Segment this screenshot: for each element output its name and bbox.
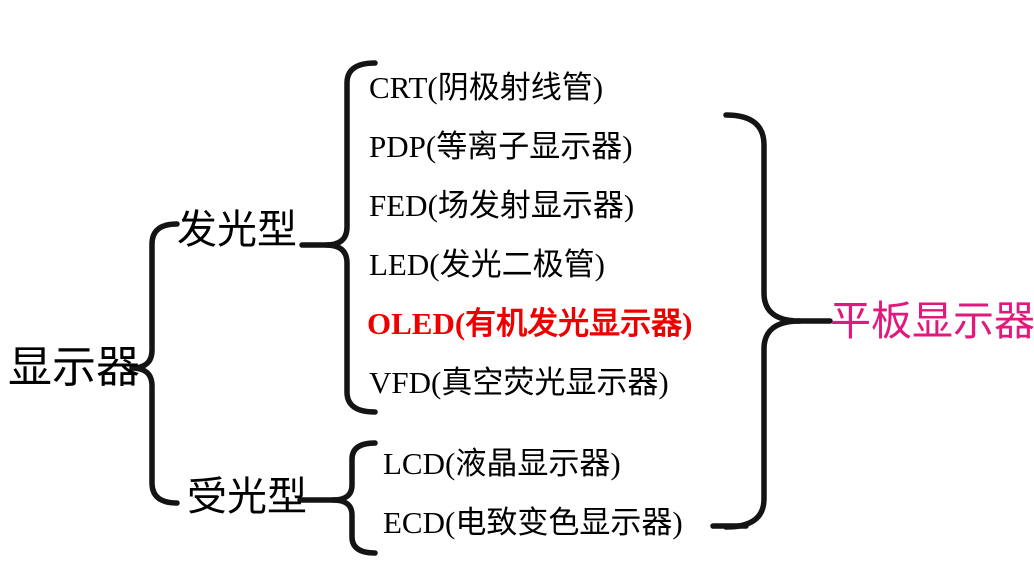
- flat-panel-group-label: 平板显示器: [830, 298, 1034, 344]
- item-oled-highlighted: OLED(有机发光显示器): [367, 306, 693, 341]
- root-brace: [129, 221, 180, 506]
- emissive-brace: [323, 60, 378, 415]
- item-pdp: PDP(等离子显示器): [369, 129, 633, 164]
- item-ecd: ECD(电致变色显示器): [383, 505, 683, 540]
- item-vfd: VFD(真空荧光显示器): [369, 365, 669, 400]
- item-fed: FED(场发射显示器): [369, 188, 635, 223]
- receptive-brace: [330, 440, 378, 556]
- branch-receptive-label: 受光型: [187, 474, 307, 519]
- item-crt: CRT(阴极射线管): [369, 70, 604, 105]
- root-node-label: 显示器: [8, 343, 140, 392]
- item-led: LED(发光二极管): [369, 247, 605, 282]
- branch-emissive-label: 发光型: [177, 207, 297, 252]
- flat-panel-brace: [723, 112, 803, 530]
- item-lcd: LCD(液晶显示器): [383, 446, 621, 481]
